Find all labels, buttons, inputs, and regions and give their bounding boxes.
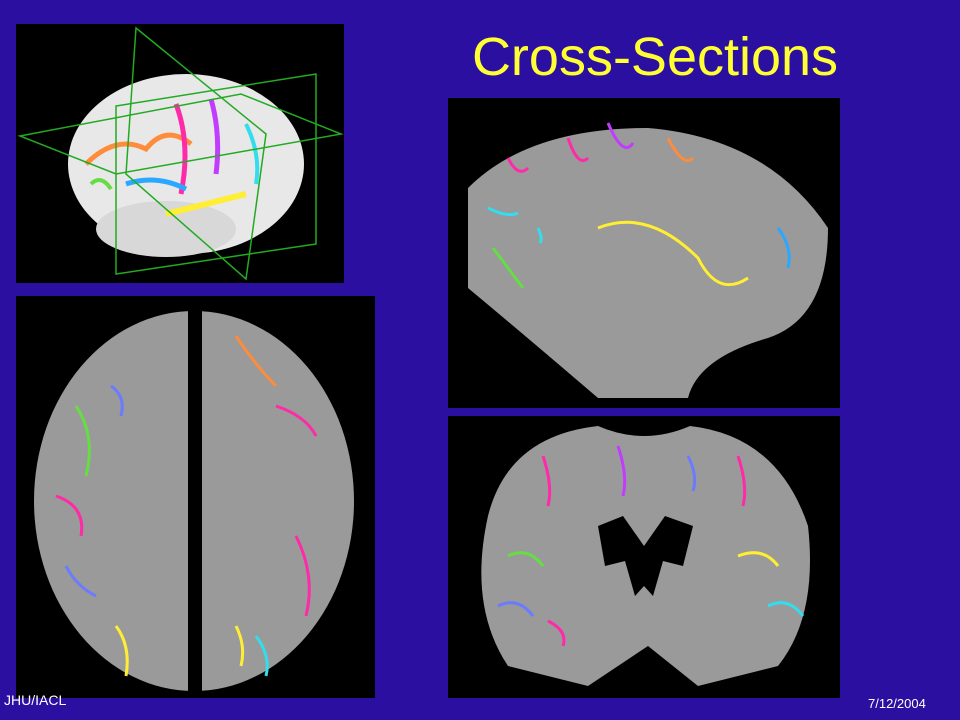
coronal-slice-image	[448, 416, 840, 698]
brain-3d-image	[16, 24, 344, 283]
sagittal-slice-image	[448, 98, 840, 408]
footer-date: 7/12/2004	[868, 696, 926, 711]
axial-slice-graphic	[34, 306, 354, 698]
footer-organization: JHU/IACL	[4, 692, 67, 708]
sagittal-slice-graphic	[468, 122, 828, 398]
brain-3d-surface-graphic	[17, 26, 344, 281]
coronal-slice-graphic	[481, 426, 810, 686]
axial-slice-image	[16, 296, 375, 698]
slide-title: Cross-Sections	[471, 27, 839, 87]
